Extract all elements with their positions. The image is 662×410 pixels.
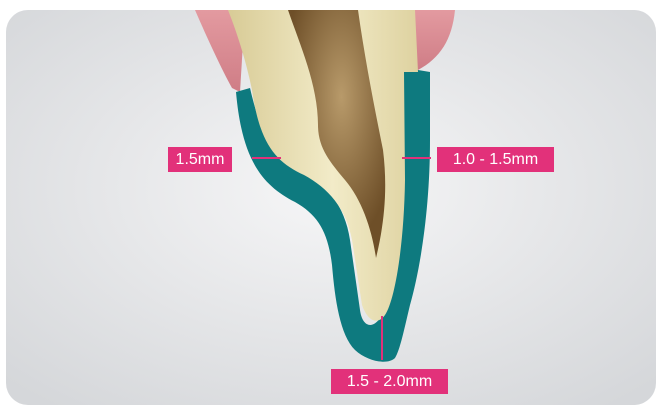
thickness-label-bottom: 1.5 - 2.0mm bbox=[331, 369, 448, 394]
thickness-label-right: 1.0 - 1.5mm bbox=[437, 147, 554, 172]
thickness-label-left: 1.5mm bbox=[168, 147, 232, 172]
